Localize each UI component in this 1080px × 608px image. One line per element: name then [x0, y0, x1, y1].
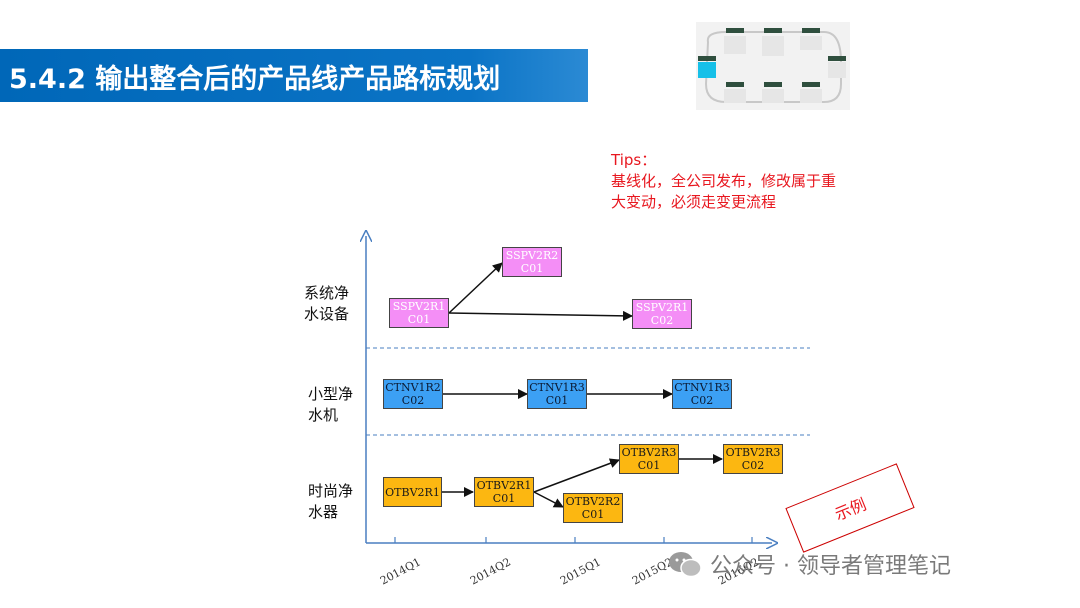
- box-line: C01: [545, 394, 569, 407]
- box-line: OTBV2R1: [385, 485, 440, 499]
- box-line: C01: [492, 492, 516, 505]
- lane-label-fashion-purifier: 时尚净 水器: [308, 481, 353, 523]
- lane-label-line: 水器: [308, 503, 339, 521]
- roadmap-box-ctnv1r3-c01: CTNV1R3 C01: [527, 379, 587, 409]
- box-line: CTNV1R3: [674, 381, 730, 394]
- box-line: C02: [690, 394, 714, 407]
- box-line: OTBV2R2: [565, 495, 621, 508]
- box-line: SSPV2R1: [392, 300, 446, 313]
- arrow-sspv-c01-to-c02: [448, 310, 633, 321]
- page-title: 5.4.2 输出整合后的产品线产品路标规划: [9, 64, 501, 95]
- tips-heading: Tips：: [611, 151, 657, 169]
- wechat-icon: [668, 550, 702, 578]
- roadmap-box-ctnv1r2-c02: CTNV1R2 C02: [383, 379, 443, 409]
- roadmap-box-ctnv1r3-c02: CTNV1R3 C02: [672, 379, 732, 409]
- lane-label-line: 小型净: [308, 385, 354, 403]
- arrow-sspv-r1-to-r2: [448, 262, 503, 314]
- box-line: C02: [650, 314, 674, 327]
- arrow-otbv-c01-to-r3: [533, 458, 620, 493]
- roadmap-box-sspv2r1-c01: SSPV2R1 C01: [389, 298, 449, 328]
- lane-label-small-purifier: 小型净 水机: [308, 384, 353, 426]
- box-line: CTNV1R3: [529, 381, 585, 394]
- roadmap-box-otbv2r1: OTBV2R1: [383, 477, 442, 507]
- lane-label-line: 水机: [308, 406, 339, 424]
- arrow-otbv-c01-to-r2: [533, 491, 564, 508]
- box-line: OTBV2R1: [476, 479, 532, 492]
- roadmap-box-otbv2r3-c02: OTBV2R3 C02: [723, 444, 783, 474]
- x-axis-ticks: [394, 537, 753, 543]
- thumbnail-graphic: [696, 22, 850, 110]
- box-line: SSPV2R1: [635, 301, 689, 314]
- box-line: C01: [520, 262, 544, 275]
- box-line: C02: [401, 394, 425, 407]
- box-line: C02: [741, 459, 765, 472]
- box-line: C01: [407, 313, 431, 326]
- roadmap-box-sspv2r1-c02: SSPV2R1 C02: [632, 299, 692, 329]
- tips-line-2: 大变动，必须走变更流程: [611, 193, 777, 211]
- lane-label-line: 时尚净: [308, 482, 354, 500]
- box-line: C01: [637, 459, 661, 472]
- watermark: 公众号 · 领导者管理笔记: [668, 548, 951, 580]
- watermark-text: 公众号 · 领导者管理笔记: [710, 554, 951, 579]
- lane-label-line: 系统净: [304, 284, 350, 302]
- lane-label-line: 水设备: [304, 305, 350, 323]
- box-line: OTBV2R3: [621, 446, 677, 459]
- box-line: CTNV1R2: [385, 381, 441, 394]
- process-thumbnail: [696, 22, 850, 110]
- example-stamp-text: 示例: [832, 494, 869, 525]
- roadmap-box-otbv2r1-c01: OTBV2R1 C01: [474, 477, 534, 507]
- box-line: C01: [581, 508, 605, 521]
- box-line: SSPV2R2: [505, 249, 559, 262]
- box-line: OTBV2R3: [725, 446, 781, 459]
- title-banner: 5.4.2 输出整合后的产品线产品路标规划: [0, 49, 588, 102]
- lane-label-system-purifier: 系统净 水设备: [304, 283, 349, 325]
- roadmap-box-otbv2r2-c01: OTBV2R2 C01: [563, 493, 623, 523]
- tips-note: Tips： 基线化，全公司发布，修改属于重 大变动，必须走变更流程: [611, 150, 836, 213]
- roadmap-box-sspv2r2-c01: SSPV2R2 C01: [502, 247, 562, 277]
- roadmap-box-otbv2r3-c01: OTBV2R3 C01: [619, 444, 679, 474]
- tips-line-1: 基线化，全公司发布，修改属于重: [611, 172, 837, 190]
